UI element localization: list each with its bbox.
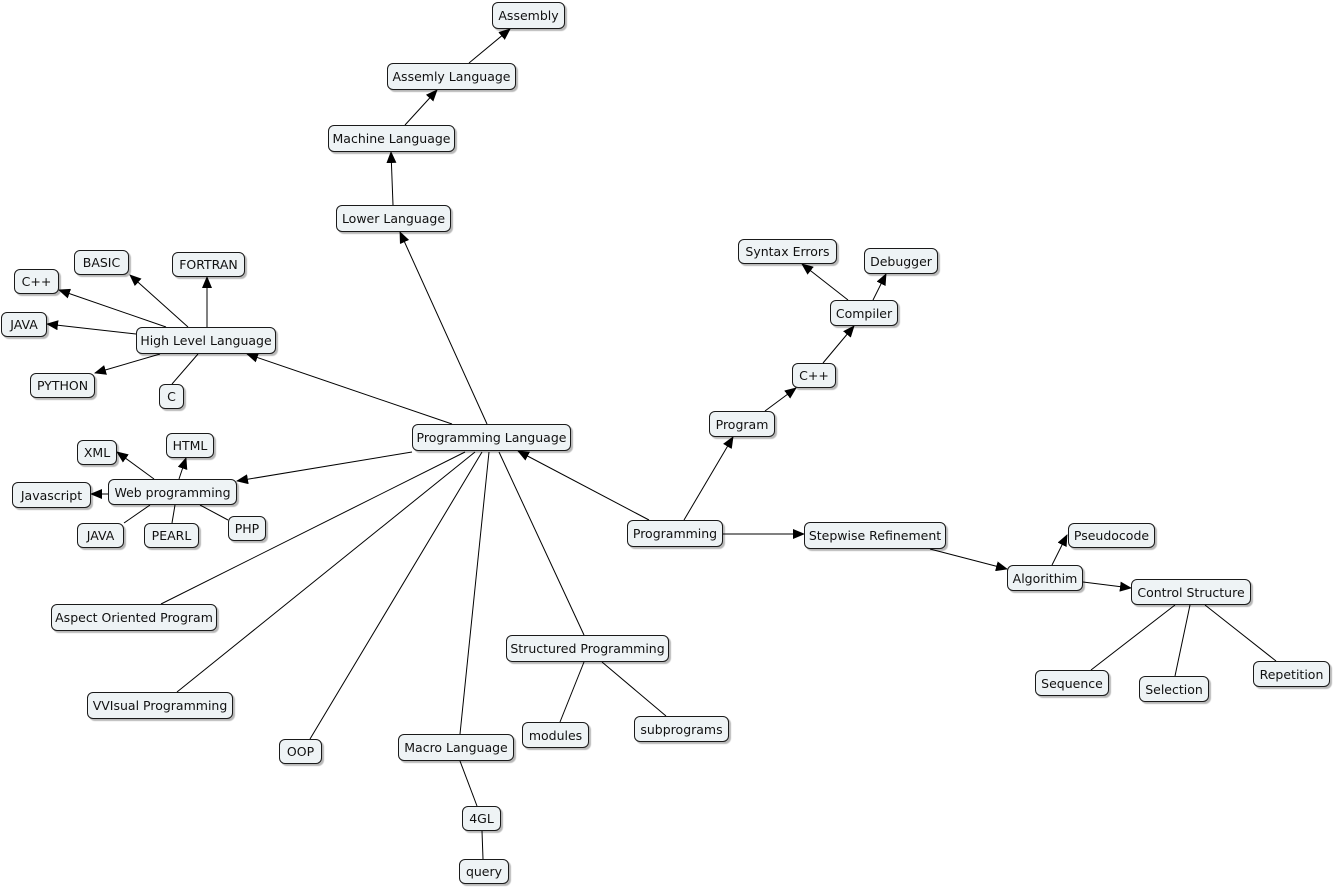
concept-node-aspect-oriented-program[interactable]: Aspect Oriented Program bbox=[51, 604, 217, 631]
concept-node-algorithim[interactable]: Algorithim bbox=[1007, 565, 1083, 591]
concept-node-programming-language[interactable]: Programming Language bbox=[412, 424, 571, 451]
link-cpp-prog-to-compiler bbox=[822, 325, 855, 364]
concept-node-modules[interactable]: modules bbox=[522, 722, 589, 748]
concept-node-java-hl[interactable]: JAVA bbox=[1, 312, 47, 337]
concept-node-macro-language[interactable]: Macro Language bbox=[398, 734, 514, 761]
concept-node-assembly[interactable]: Assembly bbox=[492, 2, 565, 29]
link-programming-language-to-aspect-oriented-program bbox=[160, 451, 466, 605]
link-machine-language-to-assemly-language bbox=[404, 89, 438, 126]
concept-node-oop[interactable]: OOP bbox=[279, 739, 322, 764]
link-web-programming-to-xml bbox=[116, 451, 155, 480]
concept-node-structured-programming[interactable]: Structured Programming bbox=[506, 635, 669, 662]
link-assemly-language-to-assembly bbox=[468, 28, 511, 64]
link-c-to-high-level-language bbox=[171, 353, 199, 385]
concept-node-cpp-hl[interactable]: C++ bbox=[14, 269, 59, 294]
concept-node-program[interactable]: Program bbox=[709, 411, 775, 437]
concept-node-compiler[interactable]: Compiler bbox=[830, 300, 898, 326]
concept-node-pearl[interactable]: PEARL bbox=[144, 523, 199, 548]
concept-node-xml[interactable]: XML bbox=[77, 440, 117, 465]
concept-node-vvisual-programming[interactable]: VVIsual Programming bbox=[87, 692, 233, 719]
concept-node-programming[interactable]: Programming bbox=[627, 520, 723, 547]
concept-node-repetition[interactable]: Repetition bbox=[1253, 661, 1330, 687]
concept-node-basic[interactable]: BASIC bbox=[74, 250, 129, 275]
concept-node-high-level-language[interactable]: High Level Language bbox=[136, 327, 276, 354]
concept-node-control-structure[interactable]: Control Structure bbox=[1131, 579, 1251, 605]
concept-node-fortran[interactable]: FORTRAN bbox=[172, 252, 245, 277]
concept-node-php[interactable]: PHP bbox=[228, 516, 266, 541]
concept-node-html[interactable]: HTML bbox=[166, 433, 214, 458]
concept-node-pseudocode[interactable]: Pseudocode bbox=[1068, 523, 1155, 548]
concept-node-subprograms[interactable]: subprograms bbox=[634, 716, 729, 742]
concept-node-stepwise-refinement[interactable]: Stepwise Refinement bbox=[804, 522, 946, 549]
link-algorithim-to-control-structure bbox=[1082, 581, 1132, 592]
link-programming-language-to-web-programming bbox=[236, 451, 413, 485]
link-control-structure-to-selection bbox=[1174, 604, 1191, 677]
concept-node-query[interactable]: query bbox=[459, 859, 509, 884]
concept-node-web-programming[interactable]: Web programming bbox=[108, 479, 237, 505]
link-structured-programming-to-subprograms bbox=[601, 661, 667, 717]
link-programming-language-to-oop bbox=[309, 451, 483, 740]
link-programming-language-to-macro-language bbox=[459, 451, 490, 735]
link-programming-language-to-lower-language bbox=[399, 231, 488, 425]
link-programming-language-to-structured-programming bbox=[498, 451, 585, 636]
concept-node-debugger[interactable]: Debugger bbox=[864, 248, 938, 274]
link-algorithim-to-pseudocode bbox=[1051, 534, 1068, 566]
concept-node-machine-language[interactable]: Machine Language bbox=[328, 125, 455, 152]
link-high-level-language-to-cpp-hl bbox=[58, 288, 167, 328]
link-compiler-to-debugger bbox=[872, 273, 887, 301]
link-high-level-language-to-python bbox=[94, 353, 161, 375]
link-compiler-to-syntax-errors bbox=[801, 263, 849, 301]
link-web-programming-to-html bbox=[177, 457, 188, 480]
link-fourgl-to-query bbox=[481, 830, 484, 860]
concept-node-javascript[interactable]: Javascript bbox=[12, 482, 91, 508]
link-stepwise-refinement-to-algorithim bbox=[929, 548, 1008, 572]
link-high-level-language-to-java-hl bbox=[46, 320, 137, 335]
concept-node-fourgl[interactable]: 4GL bbox=[462, 806, 501, 831]
link-programming-to-program bbox=[683, 436, 734, 521]
link-lower-language-to-machine-language bbox=[386, 151, 397, 206]
link-structured-programming-to-modules bbox=[559, 661, 585, 723]
concept-node-python[interactable]: PYTHON bbox=[30, 373, 95, 398]
link-high-level-language-to-basic bbox=[129, 274, 189, 328]
concept-node-assemly-language[interactable]: Assemly Language bbox=[387, 63, 516, 90]
concept-node-selection[interactable]: Selection bbox=[1139, 676, 1209, 702]
concept-node-syntax-errors[interactable]: Syntax Errors bbox=[738, 239, 837, 264]
link-programming-language-to-vvisual-programming bbox=[176, 451, 476, 693]
concept-node-c[interactable]: C bbox=[159, 384, 184, 409]
concept-node-cpp-prog[interactable]: C++ bbox=[792, 363, 836, 388]
link-macro-language-to-fourgl bbox=[459, 760, 478, 807]
link-java-web-to-web-programming bbox=[123, 504, 151, 524]
link-php-to-web-programming bbox=[199, 504, 229, 521]
link-programming-to-programming-language bbox=[517, 450, 650, 521]
concept-node-java-web[interactable]: JAVA bbox=[77, 523, 124, 548]
link-control-structure-to-repetition bbox=[1204, 604, 1277, 662]
link-control-structure-to-sequence bbox=[1090, 604, 1176, 671]
link-pearl-to-web-programming bbox=[171, 504, 176, 524]
link-program-to-cpp-prog bbox=[764, 387, 797, 412]
link-programming-language-to-high-level-language bbox=[246, 352, 453, 425]
concept-node-lower-language[interactable]: Lower Language bbox=[336, 205, 451, 232]
concept-node-sequence[interactable]: Sequence bbox=[1035, 670, 1109, 696]
